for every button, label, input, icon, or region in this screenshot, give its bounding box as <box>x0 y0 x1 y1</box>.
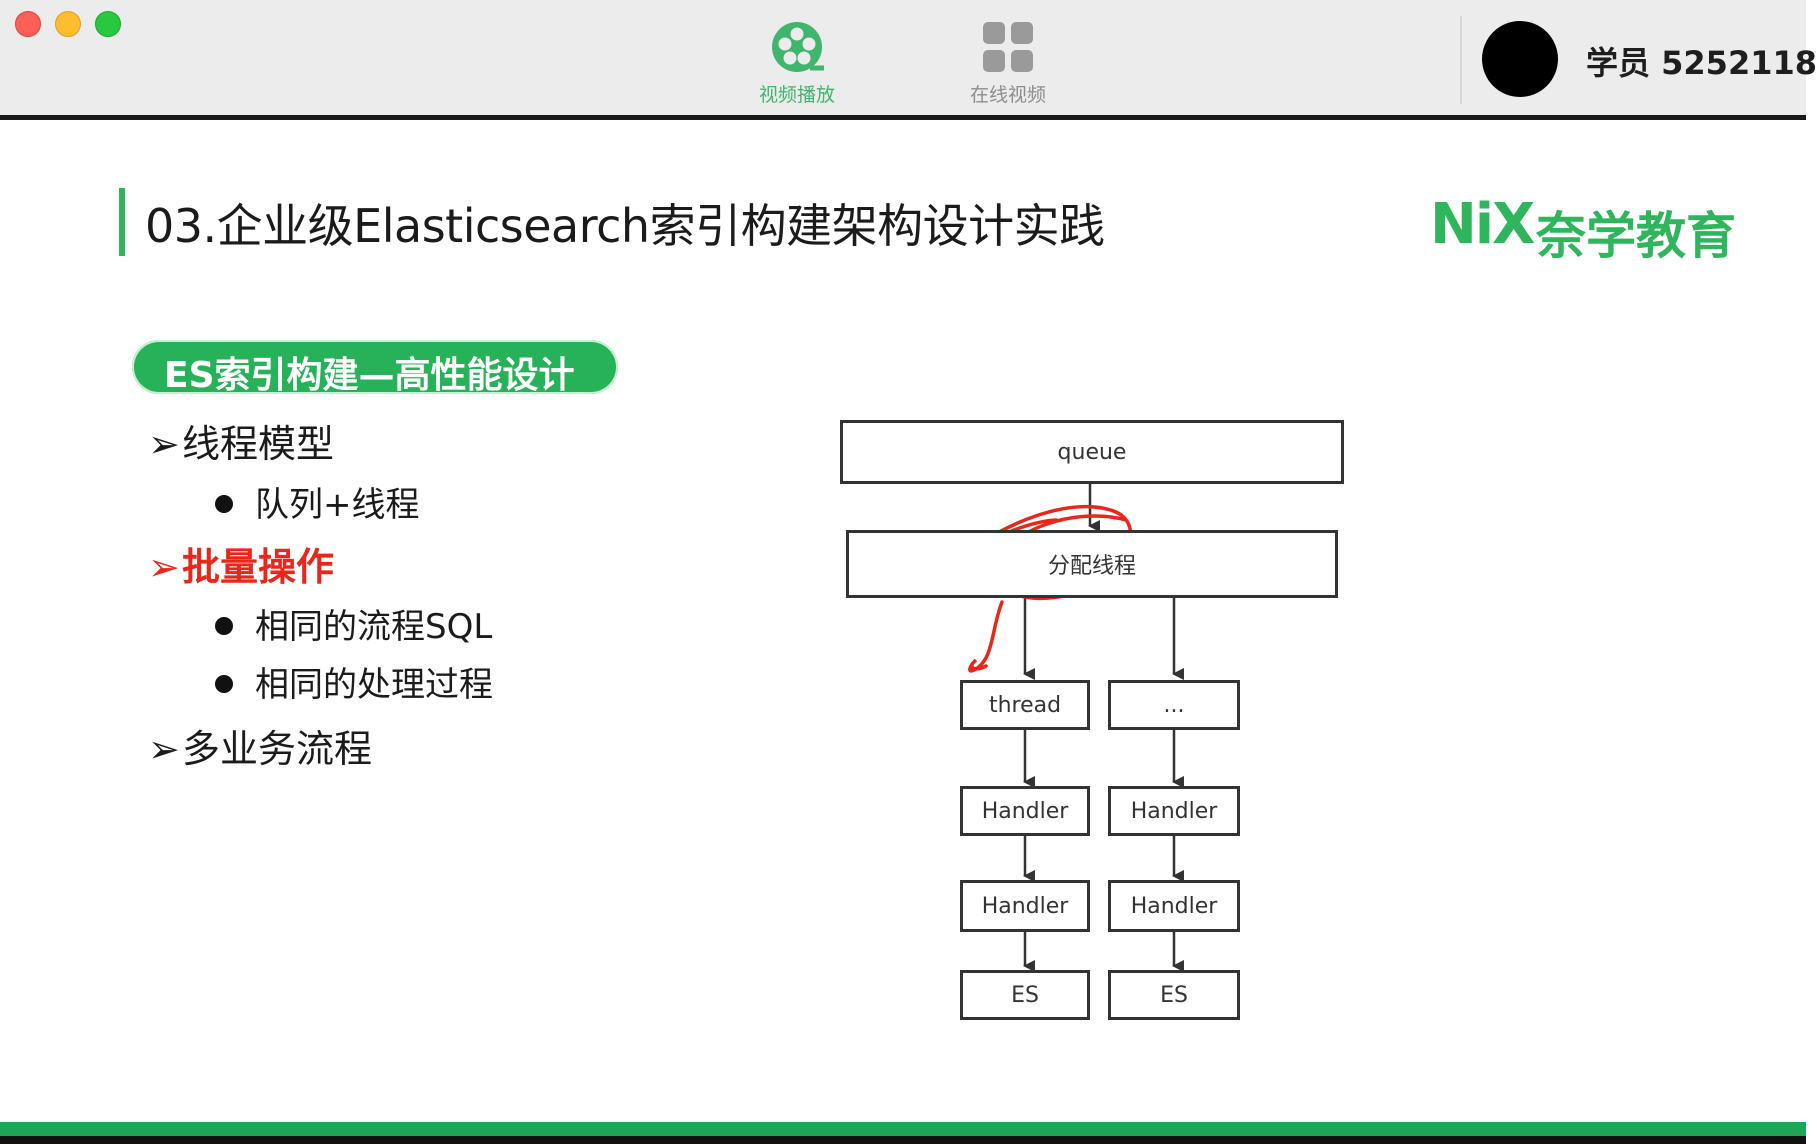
bullet-same-flow-sql: 相同的流程SQL <box>215 599 492 648</box>
bullet-text: 多业务流程 <box>182 727 373 771</box>
tab-video-playback[interactable]: 视频播放 <box>737 20 857 110</box>
tab-video-playback-label: 视频播放 <box>758 84 835 106</box>
bullet-text: 队列+线程 <box>255 485 420 525</box>
queue-box: queue <box>840 420 1344 484</box>
tab-online-video[interactable]: 在线视频 <box>948 20 1068 110</box>
film-reel-icon <box>772 22 824 72</box>
brand-logo: NiX 奈学教育 <box>1430 192 1750 265</box>
window-titlebar: 视频播放 在线视频 学员 5252118 <box>0 0 1817 120</box>
user-name: 学员 5252118 <box>1586 44 1817 82</box>
arrow-bullet-icon: ➢ <box>148 422 180 466</box>
title-accent-bar <box>119 188 125 256</box>
dot-bullet-icon <box>215 494 233 513</box>
dot-bullet-icon <box>215 616 233 635</box>
minimize-window-button[interactable] <box>55 11 81 37</box>
bullet-text: 相同的流程SQL <box>255 607 493 647</box>
maximize-window-button[interactable] <box>95 11 121 37</box>
bullet-same-process: 相同的处理过程 <box>215 657 493 706</box>
avatar[interactable] <box>1482 21 1558 97</box>
dispatcher-box: 分配线程 <box>846 530 1338 598</box>
dot-bullet-icon <box>215 674 233 693</box>
es-box: ES <box>960 970 1090 1020</box>
bullet-queue-thread: 队列+线程 <box>215 477 420 526</box>
thread-box: thread <box>960 680 1090 730</box>
diagram-connectors <box>957 482 1184 972</box>
bottom-edge <box>0 1136 1806 1144</box>
section-pill: ES索引构建—高性能设计 <box>132 340 618 396</box>
bullet-thread-model: ➢线程模型 <box>148 413 334 468</box>
grid-icon <box>983 22 1033 72</box>
bullet-multi-business: ➢多业务流程 <box>148 718 372 773</box>
bullet-text: 批量操作 <box>182 545 335 589</box>
titlebar-divider <box>1460 16 1462 104</box>
es-box: ES <box>1108 970 1240 1020</box>
slide-title: 03.企业级Elasticsearch索引构建架构设计实践 <box>145 199 1105 253</box>
handler-box: Handler <box>1108 786 1240 836</box>
bottom-progress-bar <box>0 1122 1806 1136</box>
handler-box: Handler <box>1108 880 1240 932</box>
bullet-text: 相同的处理过程 <box>255 665 493 705</box>
bullet-batch-ops: ➢批量操作 <box>148 536 334 591</box>
arrow-bullet-icon: ➢ <box>148 545 180 589</box>
logo-text: 奈学教育 <box>1536 207 1736 265</box>
section-pill-label: ES索引构建—高性能设计 <box>164 355 575 396</box>
bullet-text: 线程模型 <box>182 422 335 466</box>
close-window-button[interactable] <box>15 11 41 37</box>
tab-online-video-label: 在线视频 <box>969 84 1046 106</box>
handler-box: Handler <box>960 786 1090 836</box>
logo-mark: NiX <box>1430 192 1535 257</box>
thread-model-diagram: queue 分配线程 thread ... Handler Handler Ha… <box>826 410 1366 1030</box>
handler-box: Handler <box>960 880 1090 932</box>
arrow-bullet-icon: ➢ <box>148 727 180 771</box>
thread-ellipsis-box: ... <box>1108 680 1240 730</box>
